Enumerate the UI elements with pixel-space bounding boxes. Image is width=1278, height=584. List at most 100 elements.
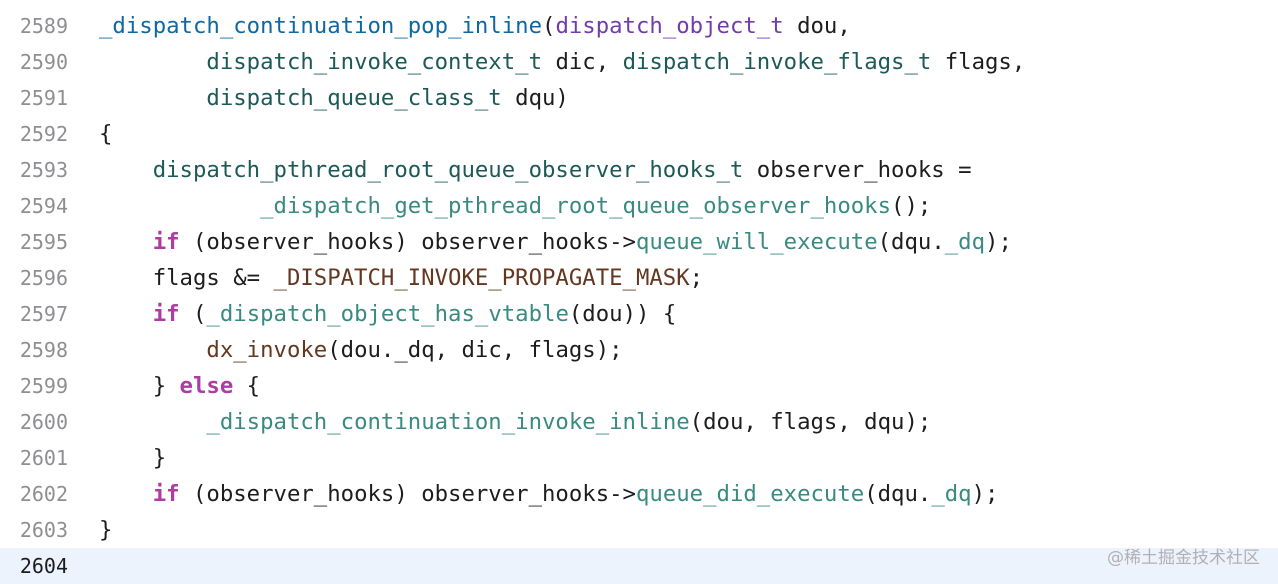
- code-token: (dou)) {: [568, 301, 677, 327]
- code-token: [99, 481, 153, 507]
- code-token: dispatch_object_t: [555, 13, 784, 39]
- code-line[interactable]: 2599 } else {: [0, 368, 1278, 404]
- code-token: _DISPATCH_INVOKE_PROPAGATE_MASK: [273, 265, 690, 291]
- code-token: }: [99, 517, 113, 543]
- current-code-line[interactable]: 2604: [0, 548, 1278, 584]
- code-text[interactable]: dispatch_invoke_context_t dic, dispatch_…: [99, 44, 1025, 80]
- code-token: {: [233, 373, 261, 399]
- code-token: queue_will_execute: [635, 229, 878, 255]
- code-text[interactable]: }: [99, 512, 112, 548]
- code-token: );: [985, 229, 1012, 255]
- code-token: dic,: [542, 49, 623, 75]
- line-number: 2589: [19, 14, 68, 38]
- line-number: 2595: [19, 230, 68, 254]
- code-token: dou,: [783, 13, 851, 39]
- line-number: 2591: [19, 86, 68, 110]
- code-token: (observer_hooks) observer_hooks->: [179, 481, 636, 507]
- line-number: 2603: [19, 518, 68, 542]
- code-text[interactable]: }: [99, 440, 166, 476]
- code-text[interactable]: if (_dispatch_object_has_vtable(dou)) {: [99, 296, 677, 332]
- code-token: }: [99, 445, 167, 471]
- code-token: dispatch_invoke_context_t: [206, 49, 543, 75]
- watermark: @稀土掘金技术社区: [1107, 548, 1260, 568]
- line-number: 2604: [19, 554, 68, 578]
- code-text[interactable]: if (observer_hooks) observer_hooks->queu…: [99, 476, 999, 512]
- code-line[interactable]: 2601 }: [0, 440, 1278, 476]
- code-line[interactable]: 2600 _dispatch_continuation_invoke_inlin…: [0, 404, 1278, 440]
- code-token: dispatch_invoke_flags_t: [622, 49, 932, 75]
- code-line[interactable]: 2603}: [0, 512, 1278, 548]
- code-text[interactable]: if (observer_hooks) observer_hooks->queu…: [99, 224, 1012, 260]
- code-token: dispatch_queue_class_t: [206, 85, 502, 111]
- code-line[interactable]: 2592 {: [0, 116, 1278, 152]
- code-token: ();: [891, 193, 932, 219]
- code-token: _dq: [944, 229, 986, 255]
- code-token: flags,: [931, 49, 1026, 75]
- line-number: 2596: [19, 266, 68, 290]
- code-token: observer_hooks =: [743, 157, 972, 183]
- code-line[interactable]: 2591 dispatch_queue_class_t dqu): [0, 80, 1278, 116]
- code-token: if: [152, 481, 180, 507]
- code-token: (dqu.: [864, 481, 932, 507]
- line-number: 2602: [19, 482, 68, 506]
- line-number: 2593: [19, 158, 68, 182]
- code-token: (dqu.: [877, 229, 945, 255]
- code-line[interactable]: 2602 if (observer_hooks) observer_hooks-…: [0, 476, 1278, 512]
- code-token: [99, 337, 206, 363]
- code-token: flags &=: [99, 265, 274, 291]
- code-token: _dispatch_continuation_invoke_inline: [206, 409, 690, 435]
- code-text[interactable]: flags &= _DISPATCH_INVOKE_PROPAGATE_MASK…: [99, 260, 703, 296]
- code-token: (dou, flags, dqu);: [689, 409, 932, 435]
- code-token: dx_invoke: [206, 337, 328, 363]
- code-token: {: [99, 121, 113, 147]
- code-token: queue_did_execute: [635, 481, 865, 507]
- line-number: 2600: [19, 410, 68, 434]
- code-line[interactable]: 2589 _dispatch_continuation_pop_inline(di…: [0, 8, 1278, 44]
- code-text[interactable]: dx_invoke(dou._dq, dic, flags);: [99, 332, 623, 368]
- code-token: dqu): [501, 85, 569, 111]
- line-number: 2592: [19, 122, 68, 146]
- code-token: (: [179, 301, 207, 327]
- code-token: ;: [689, 265, 704, 291]
- code-token: [99, 193, 260, 219]
- code-token: _dispatch_object_has_vtable: [206, 301, 569, 327]
- code-token: dispatch_pthread_root_queue_observer_hoo…: [152, 157, 744, 183]
- code-line[interactable]: 2595 if (observer_hooks) observer_hooks-…: [0, 224, 1278, 260]
- code-text[interactable]: } else {: [99, 368, 260, 404]
- code-token: if: [152, 229, 180, 255]
- line-number: 2601: [19, 446, 68, 470]
- code-token: (observer_hooks) observer_hooks->: [179, 229, 636, 255]
- line-number: 2597: [19, 302, 68, 326]
- code-text[interactable]: _dispatch_get_pthread_root_queue_observe…: [99, 188, 931, 224]
- code-line[interactable]: 2594 _dispatch_get_pthread_root_queue_ob…: [0, 188, 1278, 224]
- code-line[interactable]: 2598 dx_invoke(dou._dq, dic, flags);: [0, 332, 1278, 368]
- line-number: 2594: [19, 194, 68, 218]
- code-token: );: [971, 481, 999, 507]
- line-number: 2590: [19, 50, 68, 74]
- line-number: 2598: [19, 338, 68, 362]
- code-token: _dispatch_get_pthread_root_queue_observe…: [260, 193, 892, 219]
- line-number: 2599: [19, 374, 68, 398]
- code-token: _dq: [931, 481, 972, 507]
- code-line[interactable]: 2596 flags &= _DISPATCH_INVOKE_PROPAGATE…: [0, 260, 1278, 296]
- code-text[interactable]: dispatch_pthread_root_queue_observer_hoo…: [99, 152, 972, 188]
- code-text[interactable]: _dispatch_continuation_invoke_inline(dou…: [99, 404, 931, 440]
- code-token: [99, 409, 206, 435]
- code-line[interactable]: 2597 if (_dispatch_object_has_vtable(dou…: [0, 296, 1278, 332]
- code-token: }: [99, 373, 180, 399]
- code-text[interactable]: {: [99, 116, 112, 152]
- code-line[interactable]: 2590 dispatch_invoke_context_t dic, disp…: [0, 44, 1278, 80]
- code-token: [99, 157, 153, 183]
- code-token: _dispatch_continuation_pop_inline: [99, 13, 542, 39]
- code-token: (dou._dq, dic, flags);: [327, 337, 623, 363]
- code-line[interactable]: 2593 dispatch_pthread_root_queue_observe…: [0, 152, 1278, 188]
- code-token: [99, 301, 153, 327]
- code-token: [99, 49, 206, 75]
- code-token: else: [179, 373, 234, 399]
- code-text[interactable]: _dispatch_continuation_pop_inline(dispat…: [99, 8, 851, 44]
- code-token: if: [152, 301, 180, 327]
- code-token: [99, 229, 153, 255]
- code-text[interactable]: dispatch_queue_class_t dqu): [99, 80, 569, 116]
- code-token: [99, 85, 206, 111]
